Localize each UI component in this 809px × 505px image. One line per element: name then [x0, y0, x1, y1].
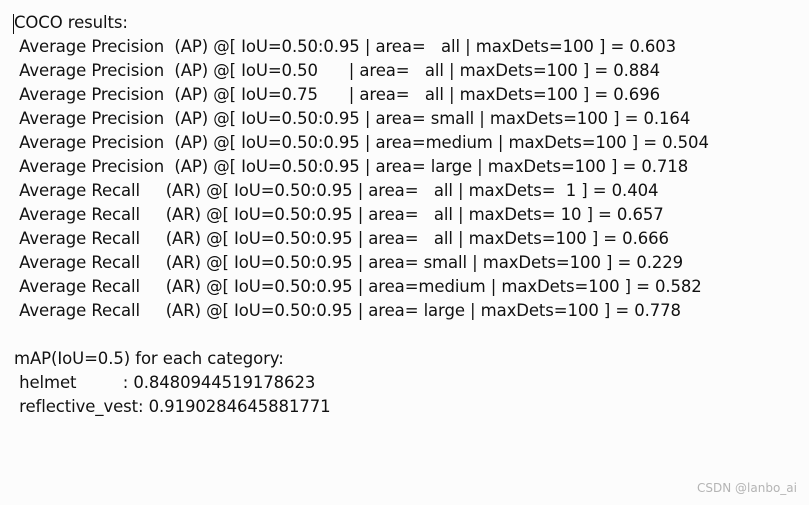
- text-document[interactable]: COCO results: Average Precision (AP) @[ …: [14, 11, 804, 419]
- metric-line: Average Precision (AP) @[ IoU=0.75 | are…: [14, 85, 660, 104]
- metric-line: Average Recall (AR) @[ IoU=0.50:0.95 | a…: [14, 229, 669, 248]
- metric-line: Average Recall (AR) @[ IoU=0.50:0.95 | a…: [14, 277, 702, 296]
- metric-line: Average Recall (AR) @[ IoU=0.50:0.95 | a…: [14, 181, 659, 200]
- metric-line: Average Precision (AP) @[ IoU=0.50:0.95 …: [14, 157, 689, 176]
- metric-line: Average Precision (AP) @[ IoU=0.50:0.95 …: [14, 37, 677, 56]
- metric-line: Average Precision (AP) @[ IoU=0.50:0.95 …: [14, 133, 709, 152]
- metric-line: Average Recall (AR) @[ IoU=0.50:0.95 | a…: [14, 205, 664, 224]
- text-cursor: [13, 14, 14, 34]
- metric-line: Average Precision (AP) @[ IoU=0.50:0.95 …: [14, 109, 691, 128]
- category-line: reflective_vest: 0.9190284645881771: [14, 397, 331, 416]
- metric-line: Average Precision (AP) @[ IoU=0.50 | are…: [14, 61, 660, 80]
- category-line: helmet : 0.8480944519178623: [14, 373, 316, 392]
- category-header: mAP(IoU=0.5) for each category:: [14, 349, 284, 368]
- watermark: CSDN @lanbo_ai: [697, 481, 797, 495]
- metric-line: Average Recall (AR) @[ IoU=0.50:0.95 | a…: [14, 253, 684, 272]
- blank-line: [14, 323, 804, 347]
- results-header: COCO results:: [14, 13, 128, 32]
- metric-line: Average Recall (AR) @[ IoU=0.50:0.95 | a…: [14, 301, 681, 320]
